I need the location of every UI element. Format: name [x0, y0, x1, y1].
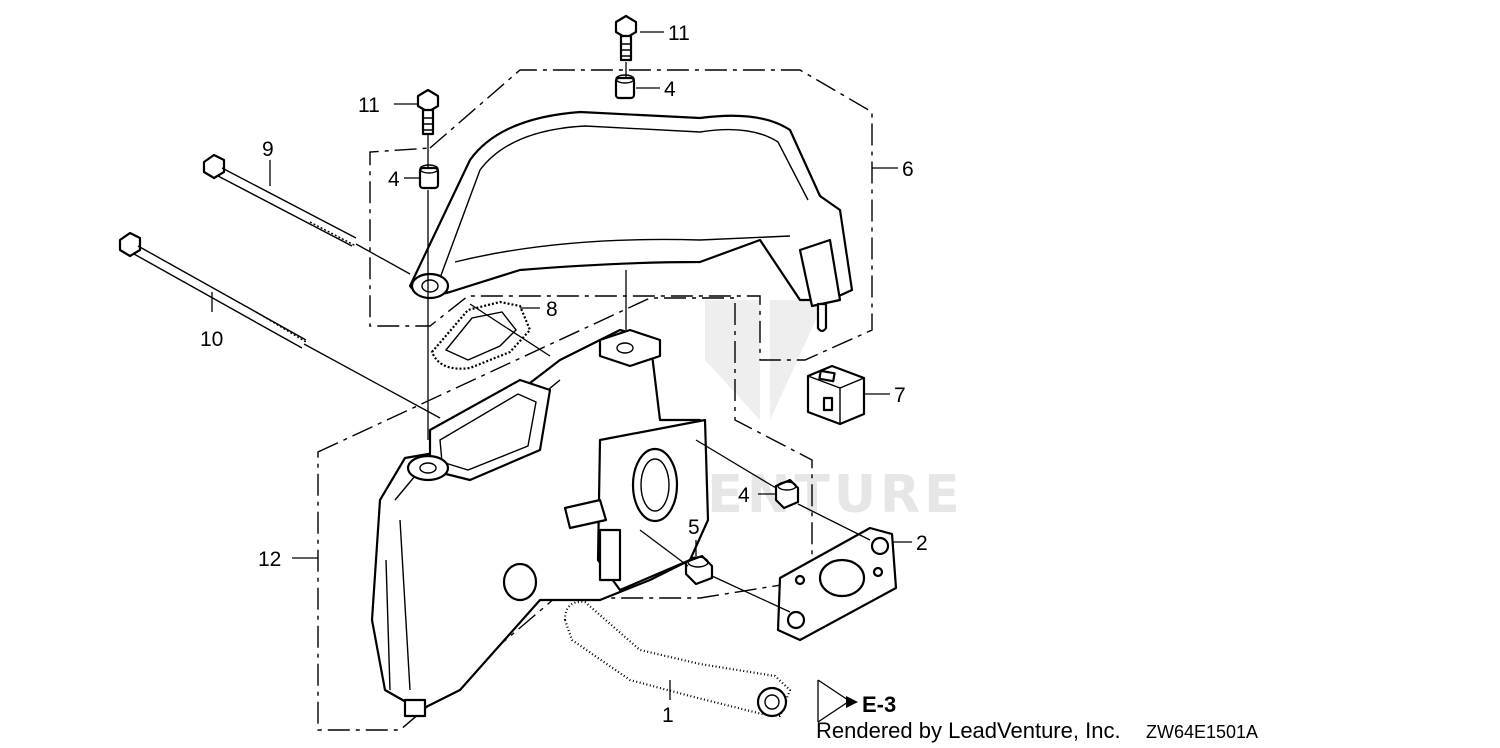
callout-4-top: 4 — [664, 78, 676, 101]
diagram-code: ZW64E1501A — [1146, 722, 1258, 742]
callout-12: 12 — [258, 548, 281, 571]
part-4-collar-top — [614, 74, 636, 100]
part-8-gasket — [430, 300, 532, 370]
group-outline-6 — [369, 69, 873, 361]
part-6-air-cleaner-cover — [408, 110, 854, 333]
part-4-collar-right — [774, 478, 800, 510]
callout-4-right: 4 — [738, 484, 750, 507]
callout-11-left: 11 — [358, 94, 380, 117]
part-4-collar-left — [418, 164, 440, 190]
part-12-air-cleaner-case — [370, 328, 710, 718]
callout-1: 1 — [662, 704, 674, 727]
part-2-gasket-plate — [776, 526, 898, 642]
callout-6: 6 — [902, 158, 914, 181]
part-11-bolt-top — [614, 14, 638, 62]
callout-leaders — [211, 31, 912, 723]
callout-10: 10 — [200, 328, 223, 351]
callout-5: 5 — [688, 516, 700, 539]
part-1-breather-tube — [563, 600, 792, 718]
callout-4-left: 4 — [388, 168, 400, 191]
callout-8: 8 — [546, 298, 558, 321]
callout-9: 9 — [262, 138, 274, 161]
part-11-bolt-left — [416, 88, 440, 136]
callout-11-top: 11 — [668, 22, 690, 45]
callout-2: 2 — [916, 532, 928, 555]
part-10-bolt — [118, 231, 307, 349]
reference-e3: E-3 — [862, 692, 896, 717]
assembly-lines — [303, 62, 871, 613]
credit-text: Rendered by LeadVenture, Inc. — [816, 718, 1121, 743]
part-7-block — [806, 364, 866, 426]
part-5-collar — [684, 554, 714, 586]
part-9-bolt — [202, 153, 357, 247]
callout-7: 7 — [894, 384, 906, 407]
